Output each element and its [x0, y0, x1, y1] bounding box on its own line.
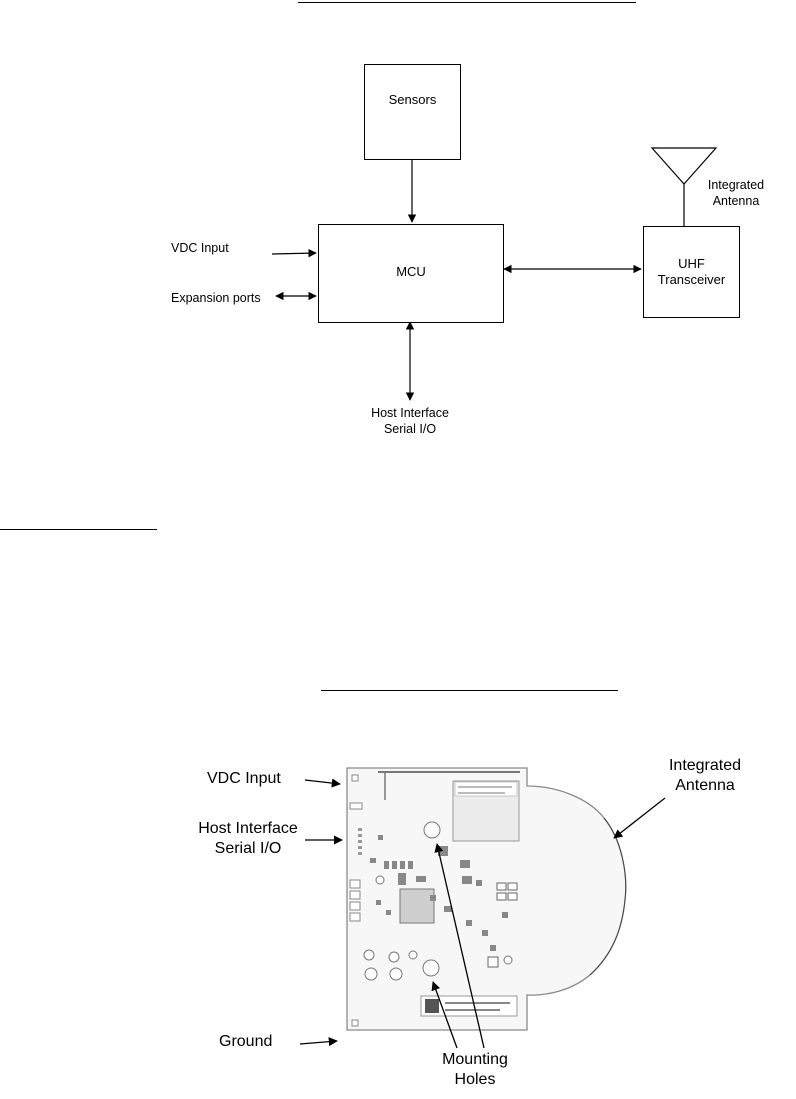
mcu-chip	[400, 889, 434, 923]
photo-antenna-arrow	[614, 798, 665, 838]
photo-antenna-label: Integrated Antenna	[655, 756, 755, 796]
photo-ground-label: Ground	[219, 1032, 272, 1052]
mounting-hole-1-icon	[424, 822, 440, 838]
photo-vdc-arrow	[305, 780, 340, 784]
photo-host-interface-label: Host Interface Serial I/O	[188, 819, 308, 859]
photo-mounting-holes-label: Mounting Holes	[425, 1050, 525, 1090]
mounting-hole-2-icon	[423, 960, 439, 976]
photo-vdc-input-label: VDC Input	[207, 769, 281, 789]
